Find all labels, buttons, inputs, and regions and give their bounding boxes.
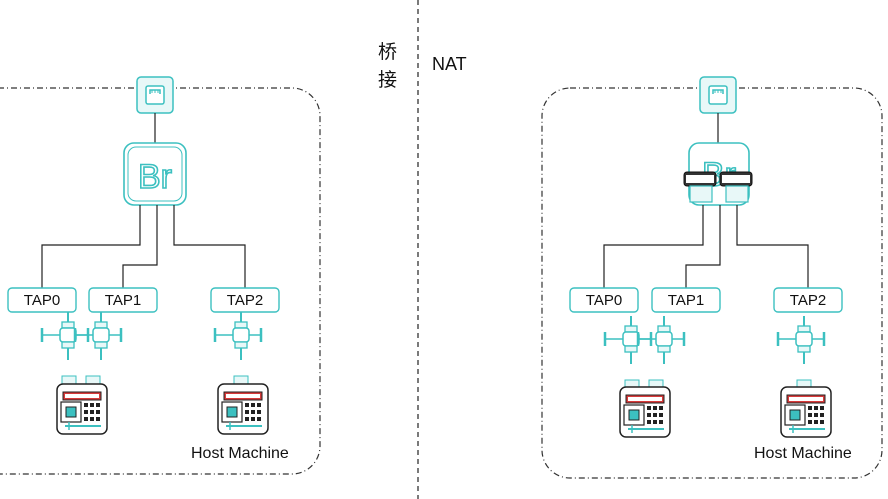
nat-mode-label: NAT <box>432 54 467 74</box>
nat-bridge-icon: Br <box>683 142 753 206</box>
virtual-machine-board-icon <box>619 386 671 438</box>
virtual-machine-board-icon <box>56 383 108 435</box>
tap-box: TAP2 <box>773 287 843 313</box>
tap-label: TAP1 <box>105 292 141 309</box>
tap-label: TAP0 <box>586 292 622 309</box>
nat-adapter-icon <box>683 171 753 203</box>
valve-connector-icon <box>776 314 826 366</box>
bridge-mode-label-2: 接 <box>378 69 397 91</box>
bridge-icon: Br <box>123 142 187 206</box>
bridge-panel: Br TAP0 TAP1 TAP2 Host Machine <box>0 76 321 475</box>
virtual-machine-board-icon <box>217 383 269 435</box>
virtual-machine-board-icon <box>780 386 832 438</box>
host-machine-boundary <box>541 87 883 479</box>
ethernet-port-icon <box>136 76 174 114</box>
tap-label: TAP0 <box>24 292 60 309</box>
host-machine-label: Host Machine <box>754 445 852 462</box>
tap-box: TAP1 <box>651 287 721 313</box>
bridge-mode-label-1: 桥 <box>378 41 397 63</box>
valve-connector-icon <box>213 310 263 362</box>
valve-connector-icon <box>636 314 686 366</box>
tap-label: TAP2 <box>790 292 826 309</box>
tap-box: TAP0 <box>569 287 639 313</box>
bridge-icon-label: Br <box>138 158 172 196</box>
tap-box: TAP1 <box>88 287 158 313</box>
tap-box: TAP0 <box>7 287 77 313</box>
tap-label: TAP1 <box>668 292 704 309</box>
ethernet-port-icon <box>699 76 737 114</box>
valve-connector-icon <box>40 310 90 362</box>
valve-connector-icon <box>603 314 653 366</box>
host-machine-label: Host Machine <box>191 445 289 462</box>
valve-connector-icon <box>73 310 123 362</box>
tap-label: TAP2 <box>227 292 263 309</box>
nat-panel: Br TAP0 TAP1 TAP2 <box>541 76 883 479</box>
tap-box: TAP2 <box>210 287 280 313</box>
